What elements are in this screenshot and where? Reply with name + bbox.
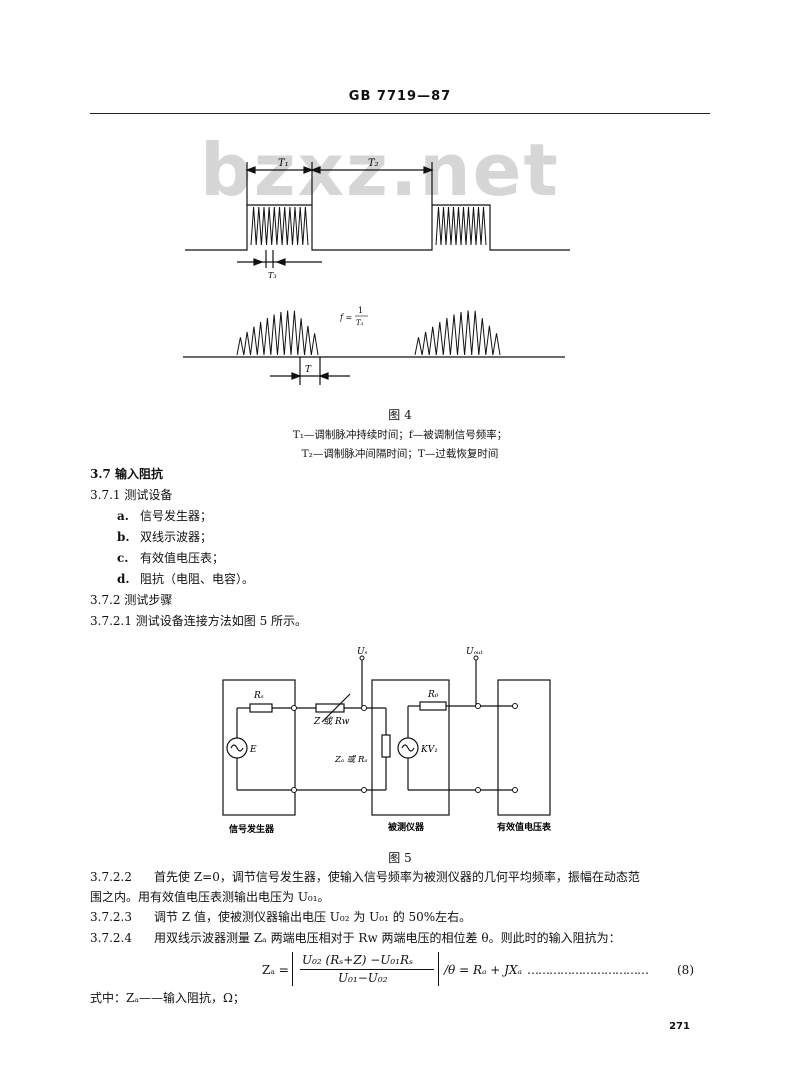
item-b-key: b. [117, 530, 130, 544]
figure-4-diagram: T₁ T₂ T₃ T f = 1 T₃ [183, 158, 570, 385]
formula-denominator: T₃ [356, 319, 364, 327]
label-device-under-test: 被测仪器 [388, 821, 425, 833]
para-3-7-2-4-number: 3.7.2.4 [90, 931, 132, 945]
equation-rhs: /θ = Rₐ + JXₐ [444, 963, 523, 977]
label-e: E [249, 745, 257, 755]
voltmeter-box [497, 679, 551, 816]
label-z-rw: Z 或 Rw [313, 716, 350, 727]
equation-number: (8) [677, 963, 694, 977]
signal-generator-box [222, 679, 296, 816]
header-rule [90, 113, 710, 114]
label-rs: Rₛ [253, 691, 264, 701]
label-signal-generator: 信号发生器 [229, 823, 275, 835]
equation-fraction-line [300, 969, 434, 970]
item-d-key: d. [117, 572, 130, 586]
section-3-7-2-title: 3.7.2 测试步骤 [90, 593, 173, 607]
item-a-text: 信号发生器； [140, 509, 213, 523]
figure-4-legend-line-1: T₁—调制脉冲持续时间；f—被调制信号频率； [292, 429, 508, 441]
label-r0: R₀ [427, 690, 439, 700]
equation-8: Zₐ = U₀₂ (Rₛ+Z) −U₀₁Rₛ U₀₁−U₀₂ /θ = Rₐ +… [262, 952, 712, 988]
equation-numerator: U₀₂ (Rₛ+Z) −U₀₁Rₛ [302, 953, 414, 967]
para-3-7-2-2-line-1: 首先使 Z=0，调节信号发生器，使输入信号频率为被测仪器的几何平均频率，振幅在动… [154, 870, 640, 884]
device-under-test-box [371, 679, 450, 816]
figure-5-circuit: Uₛ Uₒᵤₜ Rₛ R₀ Z 或 Rw Zₐ 或 Rₐ E KV₁ 信号发生器… [222, 647, 552, 835]
label-za-ra: Zₐ 或 Rₐ [334, 754, 368, 765]
where-clause: 式中：Zₐ——输入阻抗，Ω； [90, 991, 245, 1005]
para-3-7-2-4-text: 用双线示波器测量 Zₐ 两端电压相对于 Rw 两端电压的相位差 θ。则此时的输入… [154, 931, 621, 945]
figure-5-caption: 图 5 [388, 851, 412, 865]
equation-bar-right [438, 952, 439, 986]
item-d-text: 阻抗（电阻、电容）。 [140, 572, 255, 586]
equation-bar-left [292, 952, 293, 986]
section-3-7-1-title: 3.7.1 测试设备 [90, 488, 173, 502]
equation-leader-dots: …………………………… [527, 963, 649, 977]
formula-numerator: 1 [358, 306, 363, 315]
para-3-7-2-3-number: 3.7.2.3 [90, 910, 132, 924]
label-us: Uₛ [357, 647, 368, 657]
figure-4-caption: 图 4 [388, 408, 412, 422]
item-c-key: c. [117, 551, 129, 565]
label-t1: T₁ [278, 158, 289, 169]
section-3-7-title: 3.7 输入阻抗 [90, 467, 164, 481]
item-c-text: 有效值电压表； [140, 551, 225, 565]
equation-lhs: Zₐ = [262, 963, 289, 977]
equation-denominator: U₀₁−U₀₂ [338, 971, 388, 985]
label-kv1: KV₁ [420, 745, 438, 755]
label-voltmeter: 有效值电压表 [497, 821, 552, 833]
label-t2: T₂ [368, 158, 379, 169]
label-uout: Uₒᵤₜ [466, 647, 484, 657]
para-3-7-2-2-line-2: 围之内。用有效值电压表测输出电压为 U₀₁。 [90, 890, 330, 904]
para-3-7-2-2-number: 3.7.2.2 [90, 870, 132, 884]
section-3-7-2-1-text: 3.7.2.1 测试设备连接方法如图 5 所示。 [90, 614, 308, 628]
item-b-text: 双线示波器； [140, 530, 213, 544]
page-number: 271 [669, 1021, 690, 1032]
label-t3: T₃ [268, 271, 277, 280]
figure-4-legend-line-2: T₂—调制脉冲间隔时间；T—过载恢复时间 [301, 448, 499, 460]
label-t: T [305, 365, 312, 375]
para-3-7-2-3-text: 调节 Z 值，使被测仪器输出电压 U₀₂ 为 U₀₁ 的 50%左右。 [154, 910, 472, 924]
document-header: GB 7719—87 [348, 89, 452, 104]
item-a-key: a. [117, 509, 129, 523]
formula-f: f = [339, 313, 352, 322]
